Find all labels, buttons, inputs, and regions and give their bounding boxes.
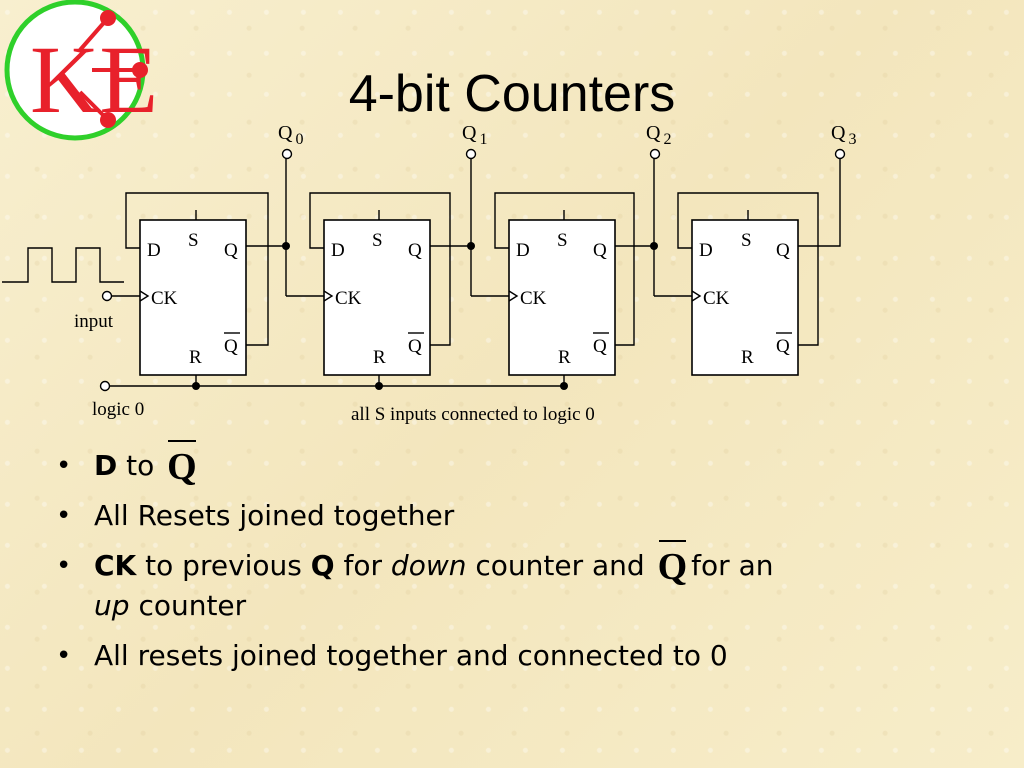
ff3-s-label: S: [741, 230, 752, 251]
ff2-r-label: R: [558, 347, 571, 368]
flip-flop-0: D S Q CK Q R: [125, 192, 269, 390]
logic0-terminal: [99, 380, 111, 392]
ff0-r-label: R: [189, 347, 202, 368]
ff2-d-label: D: [516, 240, 530, 261]
ff3-d-label: D: [699, 240, 713, 261]
bullet-item: D to Q: [56, 440, 956, 488]
q3-letter: Q: [831, 122, 846, 144]
ff1-s-label: S: [372, 230, 383, 251]
bullet-item: All resets joined together and connected…: [56, 636, 956, 676]
q3-sub: 3: [848, 131, 856, 148]
ff1-qbar-label: Q: [408, 336, 422, 357]
slide-title: 4-bit Counters: [348, 65, 676, 123]
q-bar-symbol: Q: [657, 540, 688, 588]
clock-waveform: [2, 247, 124, 283]
ff0-qbar-label: Q: [224, 336, 238, 357]
input-terminal: [101, 290, 113, 302]
flip-flop-2: D S Q CK Q R: [494, 192, 635, 390]
bullet-item: CK to previous Q for down counter and Qf…: [56, 540, 956, 626]
q2-sub: 2: [663, 131, 671, 148]
ff0-q-label: Q: [224, 240, 238, 261]
ff0-ck-label: CK: [151, 288, 178, 309]
ff2-qbar-label: Q: [593, 336, 607, 357]
ff3-q-label: Q: [776, 240, 790, 261]
counter-circuit-diagram: input logic 0 all S inputs connected to …: [2, 122, 856, 425]
svg-text:Q0: Q0: [278, 122, 303, 148]
s-inputs-note: all S inputs connected to logic 0: [351, 404, 595, 425]
svg-text:Q1: Q1: [462, 122, 487, 148]
q3-terminal: [834, 148, 846, 160]
ff3-qbar-label: Q: [776, 336, 790, 357]
bullet-list: D to Q All Resets joined together CK to …: [56, 440, 956, 686]
bullet-item: All Resets joined together: [56, 496, 956, 536]
ff1-d-label: D: [331, 240, 345, 261]
logo-letters: KE: [30, 26, 158, 133]
flip-flop-1: D S Q CK Q R: [309, 192, 451, 390]
logic0-label: logic 0: [92, 399, 144, 420]
ff1-q-label: Q: [408, 240, 422, 261]
svg-text:Q2: Q2: [646, 122, 671, 148]
svg-text:Q3: Q3: [831, 122, 856, 148]
q2-letter: Q: [646, 122, 661, 144]
q1-sub: 1: [479, 131, 487, 148]
flip-flop-3: D S Q CK Q R: [677, 192, 819, 376]
q1-terminal: [465, 148, 477, 160]
q1-letter: Q: [462, 122, 477, 144]
q0-letter: Q: [278, 122, 293, 144]
q0-sub: 0: [295, 131, 303, 148]
ff3-ck-label: CK: [703, 288, 730, 309]
ke-logo: KE: [4, 0, 158, 141]
input-label: input: [74, 311, 114, 332]
q-bar-symbol: Q: [167, 440, 197, 488]
q2-terminal: [649, 148, 661, 160]
ff1-r-label: R: [373, 347, 386, 368]
ff1-ck-label: CK: [335, 288, 362, 309]
ff3-r-label: R: [741, 347, 754, 368]
ff0-d-label: D: [147, 240, 161, 261]
ff2-q-label: Q: [593, 240, 607, 261]
ff2-ck-label: CK: [520, 288, 547, 309]
ff2-s-label: S: [557, 230, 568, 251]
q0-terminal: [281, 148, 293, 160]
ff0-s-label: S: [188, 230, 199, 251]
